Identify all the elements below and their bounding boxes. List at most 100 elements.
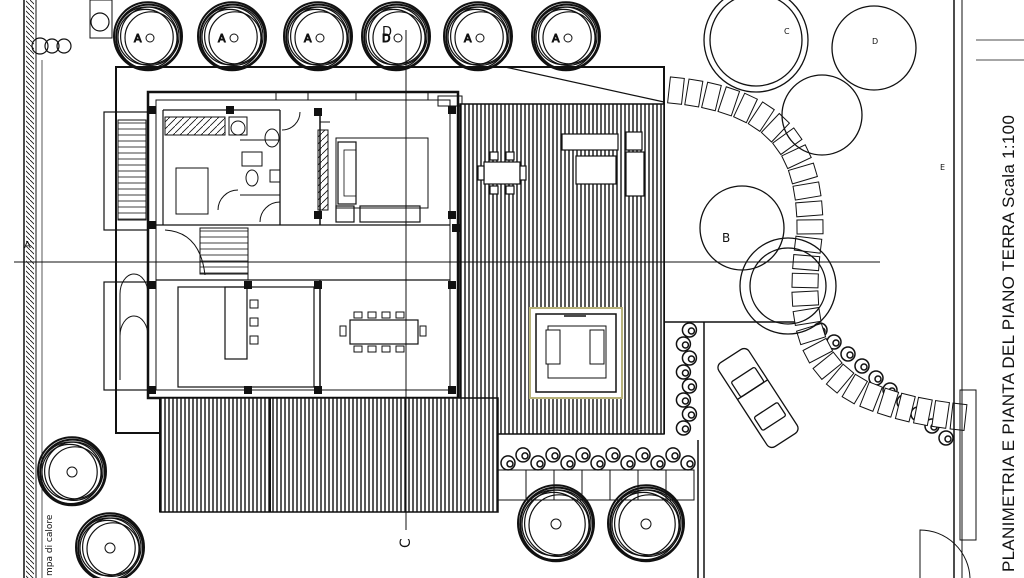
pillar [148,106,156,114]
section-lines [14,30,880,530]
stepping-stone [792,254,821,272]
stepping-stone [684,78,704,108]
bottom-left-note: mpa di calore [45,514,55,576]
shrub-core [687,411,696,419]
stepping-stone [787,162,818,185]
shrub-core [860,363,868,371]
stepping-stone [894,392,916,423]
stepping-stone [825,363,855,394]
tree-mark: D [382,32,390,45]
tree-label-c: C [784,27,790,36]
tree-mark: A [552,32,560,45]
top-tree: A [531,1,601,72]
top-tree: A [283,1,353,72]
stepping-stone [931,400,951,429]
tree-mark: A [218,32,226,45]
stepping-stone [667,76,685,105]
shrub-core [596,460,604,468]
shrub-core [687,327,696,335]
shrub-core [681,425,690,433]
shrub-core [551,452,559,460]
right-side-trees [699,0,917,335]
pillar [314,211,322,219]
stepping-stone [802,337,834,364]
car [717,347,799,449]
stepping-stone [701,81,722,112]
stepping-stone [792,306,822,327]
bottom-tree [607,484,685,563]
stepping-stone [791,290,820,307]
shrub-core [521,452,529,460]
left-boundary-hedge [23,0,113,578]
stepping-stone [732,92,759,124]
pillar [148,281,156,289]
stepping-stone [912,396,933,427]
shrub-core [581,452,589,460]
shrub-core [681,397,690,405]
bottom-tree [517,484,595,563]
pillar [314,281,322,289]
pillar [448,211,456,219]
shrub-core [536,460,544,468]
shrub-core [687,383,696,391]
stepping-stone-path [667,76,968,432]
stepping-stone [795,322,827,346]
stepping-stone [791,272,819,289]
shrub-core [641,452,649,460]
shrub-core [626,460,634,468]
pool [529,307,623,399]
stepping-stone [747,101,775,133]
stepping-stone [793,235,823,254]
shrub-core [611,452,619,460]
shrub-core [671,452,679,460]
shrub-core [656,460,664,468]
tree-label-b: B [722,231,730,245]
shrub-core [686,460,694,468]
stepping-stone [812,351,843,381]
pillar [244,386,252,394]
shrub-core [681,341,690,349]
bottom-tree [37,436,107,507]
stepping-stone [841,373,869,405]
tree-mark: A [134,32,142,45]
shrub-core [506,460,514,468]
stepping-stone [717,86,741,117]
pillar [314,386,322,394]
stepping-stone [876,387,900,418]
tree-mark: A [464,32,472,45]
shrub-core [681,369,690,377]
shrub-core [846,351,854,359]
tree-label-d: D [872,37,878,46]
stepping-stone [796,219,824,235]
section-marker-d: D [382,25,392,40]
pillar [314,108,322,116]
top-tree: A [197,1,267,72]
pillar [244,281,252,289]
tree-mark: A [304,32,312,45]
right-boundary [919,0,1024,578]
stepping-stone [771,127,803,156]
pillar [148,221,156,229]
pillar [448,106,456,114]
stepping-stone [795,200,824,218]
shrub-core [874,375,882,383]
stepping-stone [949,402,968,432]
stepping-stone [792,181,822,201]
section-marker-a: A [24,240,31,251]
pillar [448,386,456,394]
top-tree: D [361,1,431,72]
building-outline [103,66,665,434]
pillar [226,106,234,114]
tree-label-e: E [940,163,945,172]
section-marker-c: C [398,538,414,548]
shrub-core [944,435,952,443]
shrub-core [687,355,696,363]
pillar [448,281,456,289]
drawing-title: PLANIMETRIA E PIANTA DEL PIANO TERRA Sca… [999,115,1018,572]
top-tree: A [443,1,513,72]
terrace-furniture [477,131,645,197]
shrub-core [832,339,840,347]
